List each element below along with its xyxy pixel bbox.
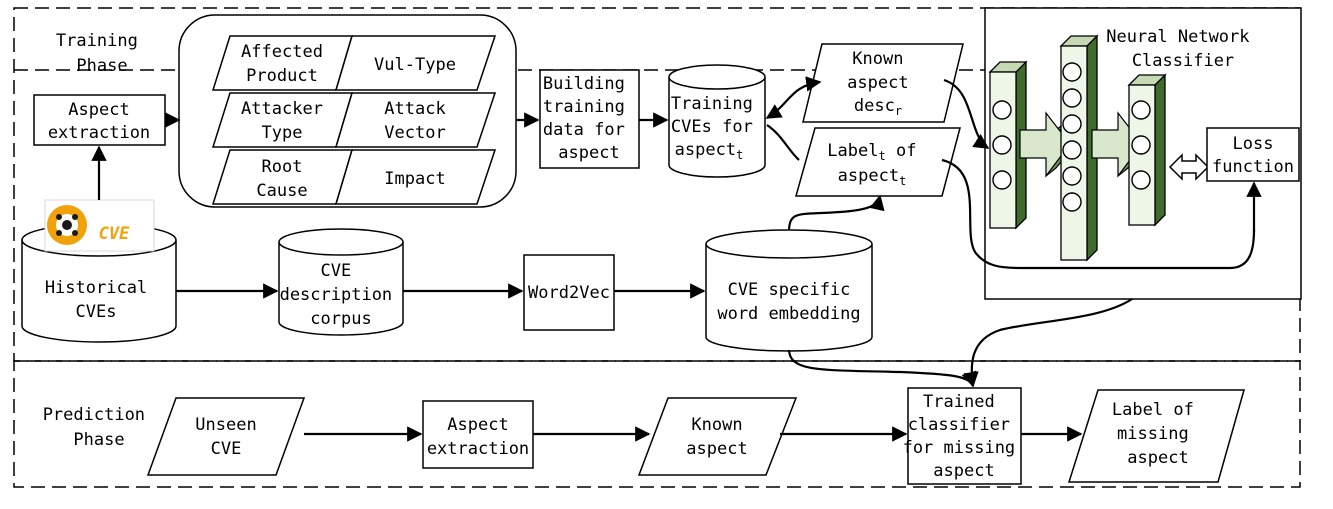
svg-text:Vul-Type: Vul-Type: [374, 55, 456, 75]
svg-text:Label of missing a: Label of missing aspect: [1112, 400, 1204, 468]
building-training-data-box: Building training data for aspect: [539, 69, 640, 169]
nn-output-layer: [1127, 73, 1167, 227]
prediction-phase-border: [13, 360, 1301, 488]
svg-text:Impact: Impact: [384, 169, 445, 189]
label-missing-aspect-box: Label of missing aspect: [1067, 389, 1245, 483]
svg-text:CVE: CVE: [99, 224, 130, 244]
known-aspect-desc-box: Known aspect descr: [802, 43, 964, 123]
training-phase-label: Training Phase: [56, 31, 148, 76]
edge-training-cves-known-aspect: [765, 76, 822, 119]
connectors: [91, 76, 1262, 442]
edge-embedding-to-label: [787, 194, 885, 231]
edge-nn-to-trained: [963, 298, 1133, 388]
svg-text:Building training: Building training data for aspect: [543, 74, 635, 163]
edge-known-desc-to-nn: [943, 78, 990, 149]
word2vec-box: Word2Vec: [523, 254, 615, 331]
svg-text:Word2Vec: Word2Vec: [528, 283, 610, 303]
edge-label-to-training-cves: [766, 124, 800, 161]
edge-label-to-loss-path: [941, 158, 1256, 270]
neural-network-classifier-box: Neural Network Classifier: [984, 7, 1302, 300]
svg-text:Neural Network Classifie: Neural Network Classifier: [1106, 27, 1260, 71]
svg-text:CVE description co: CVE description corpus: [280, 261, 403, 329]
edge-embedding-to-trained: [787, 349, 977, 388]
aspect-vul-type: Vul-Type: [334, 35, 497, 91]
svg-text:Known aspect descr: Known aspect descr: [847, 49, 919, 118]
cve-description-corpus-cylinder: CVE description corpus: [278, 228, 404, 336]
label-of-aspect-box: Labelt of aspectt: [795, 127, 961, 197]
cve-logo: CVE: [44, 199, 155, 252]
prediction-phase-label: Prediction Phase: [43, 405, 156, 450]
svg-text:Trained classifier: Trained classifier for missing aspect: [903, 392, 1026, 481]
trained-classifier-box: Trained classifier for missing aspect: [903, 387, 1026, 485]
nn-hidden-layer: [1059, 34, 1099, 262]
svg-text:Training CVEs for: Training CVEs for aspectt: [671, 94, 763, 162]
svg-text:Labelt of aspectt: Labelt of aspectt: [827, 141, 926, 188]
training-cves-cylinder: Training CVEs for aspectt: [668, 64, 766, 178]
aspect-impact: Impact: [334, 149, 497, 205]
